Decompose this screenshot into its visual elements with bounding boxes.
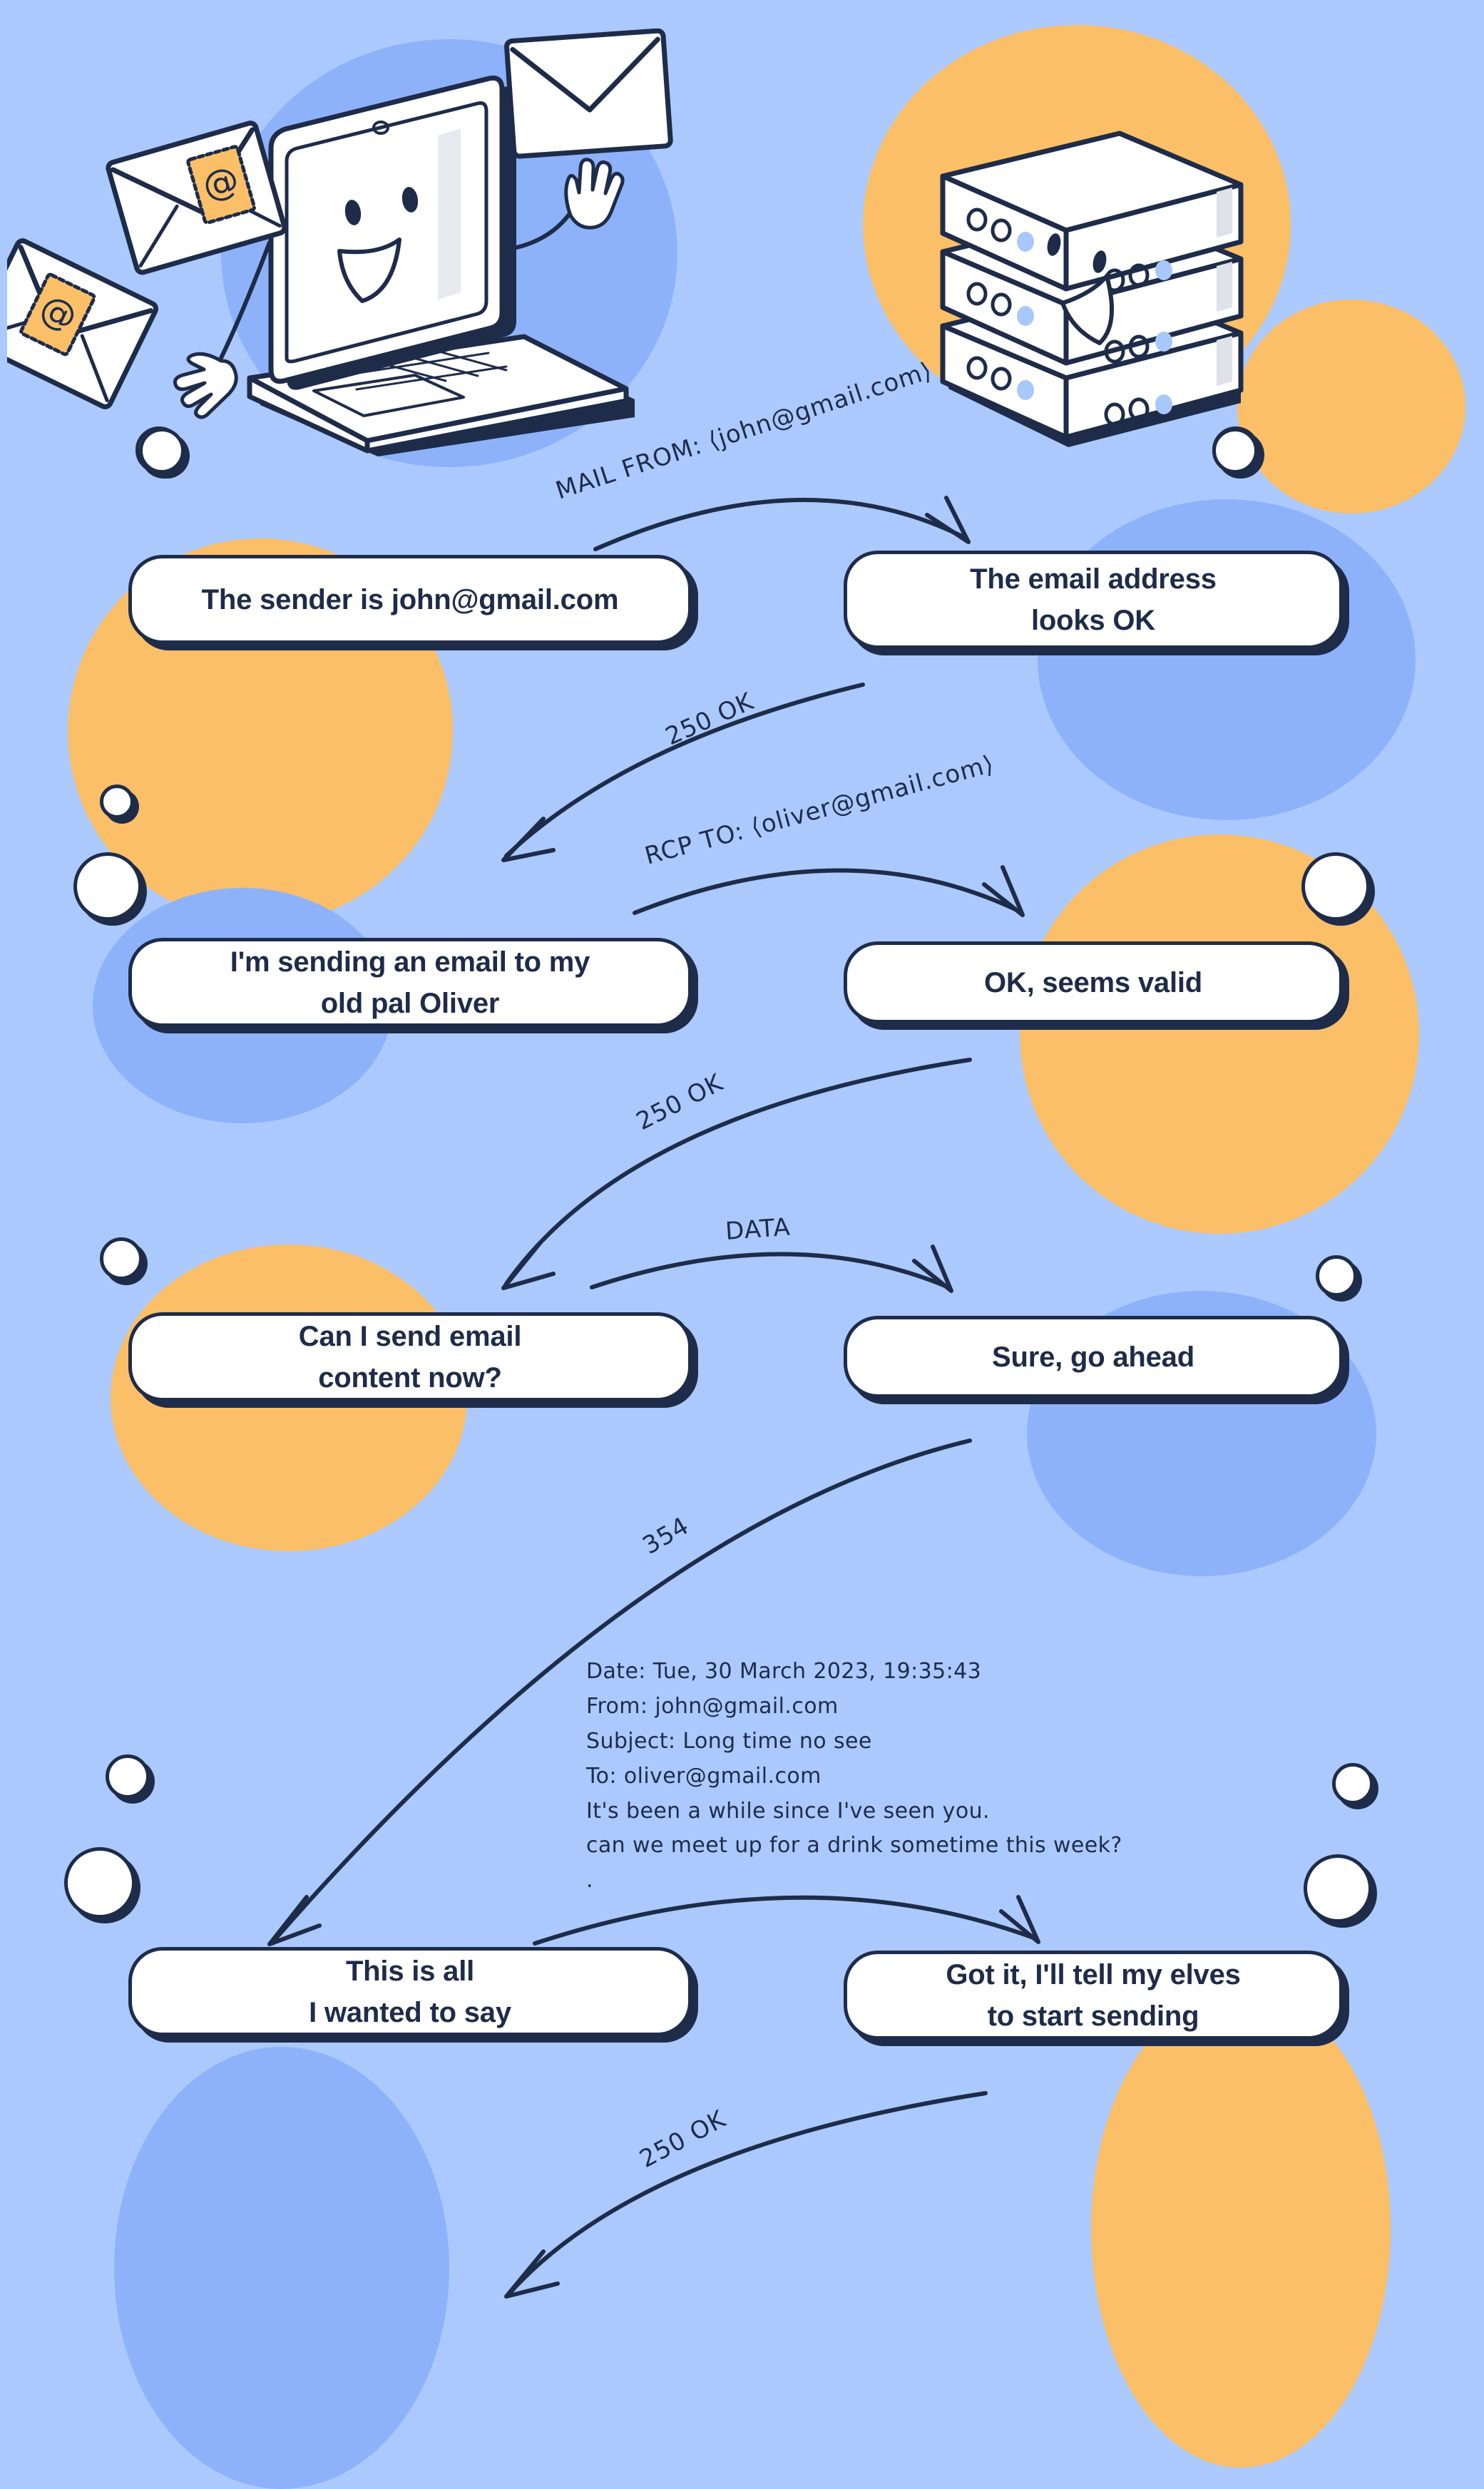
arrow-label-2: 250 OK <box>661 687 758 751</box>
bubble-line: This is all <box>345 1955 475 1987</box>
bg-blob-blue-r1 <box>1038 499 1416 820</box>
bubble-line: Got it, I'll tell my elves <box>946 1958 1241 1990</box>
email-line-subject: Subject: Long time no see <box>586 1728 872 1754</box>
decor-dot-4 <box>73 852 142 921</box>
decor-dot-10 <box>64 1847 135 1918</box>
bubble-right-3[interactable]: Sure, go ahead <box>844 1316 1343 1398</box>
bubble-line: looks OK <box>1031 605 1155 636</box>
bubble-right-4[interactable]: Got it, I'll tell my elves to start send… <box>844 1951 1343 2040</box>
server-character-illustration <box>906 53 1376 474</box>
bubble-right-1[interactable]: The email address looks OK <box>844 551 1343 649</box>
bubble-left-2[interactable]: I'm sending an email to my old pal Olive… <box>128 938 692 1027</box>
bubble-left-1[interactable]: The sender is john@gmail.com <box>128 555 692 644</box>
bubble-line: old pal Oliver <box>320 987 500 1019</box>
arrow-label-6: 354 <box>638 1511 695 1560</box>
bubble-line: The email address <box>970 563 1217 595</box>
email-line-date: Date: Tue, 30 March 2023, 19:35:43 <box>586 1659 982 1684</box>
bg-blob-orange-r4 <box>1091 1990 1391 2468</box>
laptop-foot-dot <box>139 428 185 474</box>
bubble-line: to start sending <box>987 2000 1199 2032</box>
email-line-body-2: can we meet up for a drink sometime this… <box>586 1833 1122 1859</box>
arrow-label-3: RCP TO: ⟨oliver@gmail.com⟩ <box>642 750 997 870</box>
decor-dot-3 <box>100 784 134 819</box>
bubble-line: The sender is john@gmail.com <box>201 583 619 615</box>
decor-dot-11 <box>1304 1854 1372 1923</box>
bubble-line: content now? <box>318 1361 502 1394</box>
bg-blob-orange-top2 <box>1237 300 1465 513</box>
decor-dot-7 <box>1316 1255 1357 1297</box>
bubble-line: OK, seems valid <box>983 966 1203 998</box>
server-foot-dot <box>1212 428 1258 474</box>
diagram-canvas: @ @ <box>0 25 1465 2489</box>
decor-dot-8 <box>106 1754 150 1799</box>
email-line-from: From: john@gmail.com <box>586 1693 839 1719</box>
bubble-left-3[interactable]: Can I send email content now? <box>128 1312 692 1401</box>
bubble-line: I wanted to say <box>309 1996 511 2028</box>
bubble-line: I'm sending an email to my <box>230 946 590 978</box>
decor-dot-9 <box>1332 1763 1373 1804</box>
laptop-character-illustration: @ @ <box>0 28 685 485</box>
bubble-line: Sure, go ahead <box>992 1341 1194 1373</box>
arrow-label-4: 250 OK <box>632 1068 728 1136</box>
bubble-right-2[interactable]: OK, seems valid <box>844 941 1343 1023</box>
bg-blob-blue-r4 <box>114 2047 449 2489</box>
email-message-block: Date: Tue, 30 March 2023, 19:35:43 From:… <box>586 1655 1122 1898</box>
arrow-label-5: DATA <box>725 1213 792 1246</box>
email-line-body-1: It's been a while since I've seen you. <box>586 1798 990 1824</box>
email-line-terminator: . <box>586 1868 593 1893</box>
decor-dot-6 <box>100 1237 143 1280</box>
decor-dot-5 <box>1301 852 1370 921</box>
email-line-to: To: oliver@gmail.com <box>586 1763 822 1789</box>
arrow-label-8: 250 OK <box>635 2105 731 2174</box>
bubble-line: Can I send email <box>298 1320 522 1352</box>
bubble-left-4[interactable]: This is all I wanted to say <box>128 1947 692 2036</box>
